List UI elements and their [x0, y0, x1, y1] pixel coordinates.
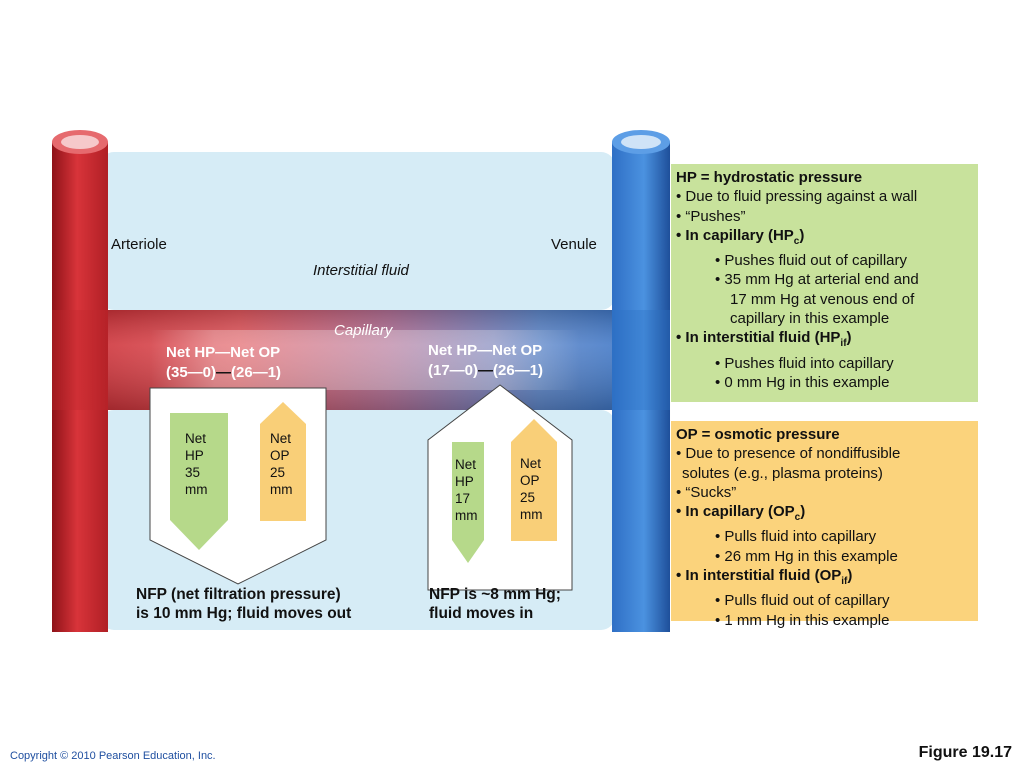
op-bullet-3: • In capillary (OPc)	[676, 503, 806, 524]
hp-bullet-4-1: • Pushes fluid into capillary	[715, 354, 894, 372]
venous-net-values: (17—0)—(26—1)	[428, 362, 544, 379]
op-bullet-1: • Due to presence of nondiffusible	[676, 445, 901, 463]
op-bullet-4-2: • 1 mm Hg in this example	[715, 611, 890, 629]
interstitial-fluid-upper	[100, 152, 615, 310]
interstitial-fluid-label: Interstitial fluid	[313, 262, 409, 279]
hp-bullet-3-1: • Pushes fluid out of capillary	[715, 252, 908, 270]
op-bullet-4-1: • Pulls fluid out of capillary	[715, 592, 890, 610]
hp-bullet-4: • In interstitial fluid (HPif)	[676, 329, 852, 350]
op-bullet-1-cont: solutes (e.g., plasma proteins)	[682, 464, 883, 482]
hp-bullet-3-2-cont: 17 mm Hg at venous end of	[730, 290, 915, 308]
arterial-net-values: (35—0)—(26—1)	[166, 364, 282, 381]
venule-vessel	[612, 142, 670, 632]
venous-op-arrow	[511, 419, 557, 541]
op-box-title: OP = osmotic pressure	[676, 426, 840, 443]
hp-bullet-4-2: • 0 mm Hg in this example	[715, 373, 890, 391]
venous-net-title: Net HP—Net OP	[428, 342, 543, 359]
figure-label: Figure 19.17	[918, 744, 1012, 761]
venous-nfp-caption: NFP is ~8 mm Hg;fluid moves in	[429, 586, 561, 622]
hp-bullet-3: • In capillary (HPc)	[676, 226, 805, 247]
hp-bullet-2: • “Pushes”	[676, 207, 746, 225]
arteriole-label: Arteriole	[111, 236, 167, 253]
op-bullet-2: • “Sucks”	[676, 483, 737, 501]
copyright-notice: Copyright © 2010 Pearson Education, Inc.	[10, 750, 216, 762]
op-definition-box: OP = osmotic pressure • Due to presence …	[671, 421, 978, 629]
hp-bullet-3-2-cont2: capillary in this example	[730, 310, 890, 328]
arterial-nfp-caption: NFP (net filtration pressure)is 10 mm Hg…	[136, 586, 352, 622]
hp-box-title: HP = hydrostatic pressure	[676, 169, 863, 186]
arterial-op-arrow	[260, 402, 306, 521]
arteriole-vessel	[52, 142, 108, 632]
arterial-hp-arrow	[170, 413, 228, 550]
venous-hp-arrow	[452, 442, 484, 563]
op-bullet-3-2: • 26 mm Hg in this example	[715, 547, 898, 565]
arterial-net-title: Net HP—Net OP	[166, 344, 281, 361]
op-bullet-3-1: • Pulls fluid into capillary	[715, 528, 877, 546]
hp-definition-box: HP = hydrostatic pressure • Due to fluid…	[671, 164, 978, 402]
hp-bullet-1: • Due to fluid pressing against a wall	[676, 188, 918, 206]
venule-label: Venule	[551, 236, 597, 253]
hp-bullet-3-2: • 35 mm Hg at arterial end and	[715, 271, 919, 289]
op-bullet-4: • In interstitial fluid (OPif)	[676, 567, 853, 588]
capillary-label: Capillary	[334, 322, 393, 339]
